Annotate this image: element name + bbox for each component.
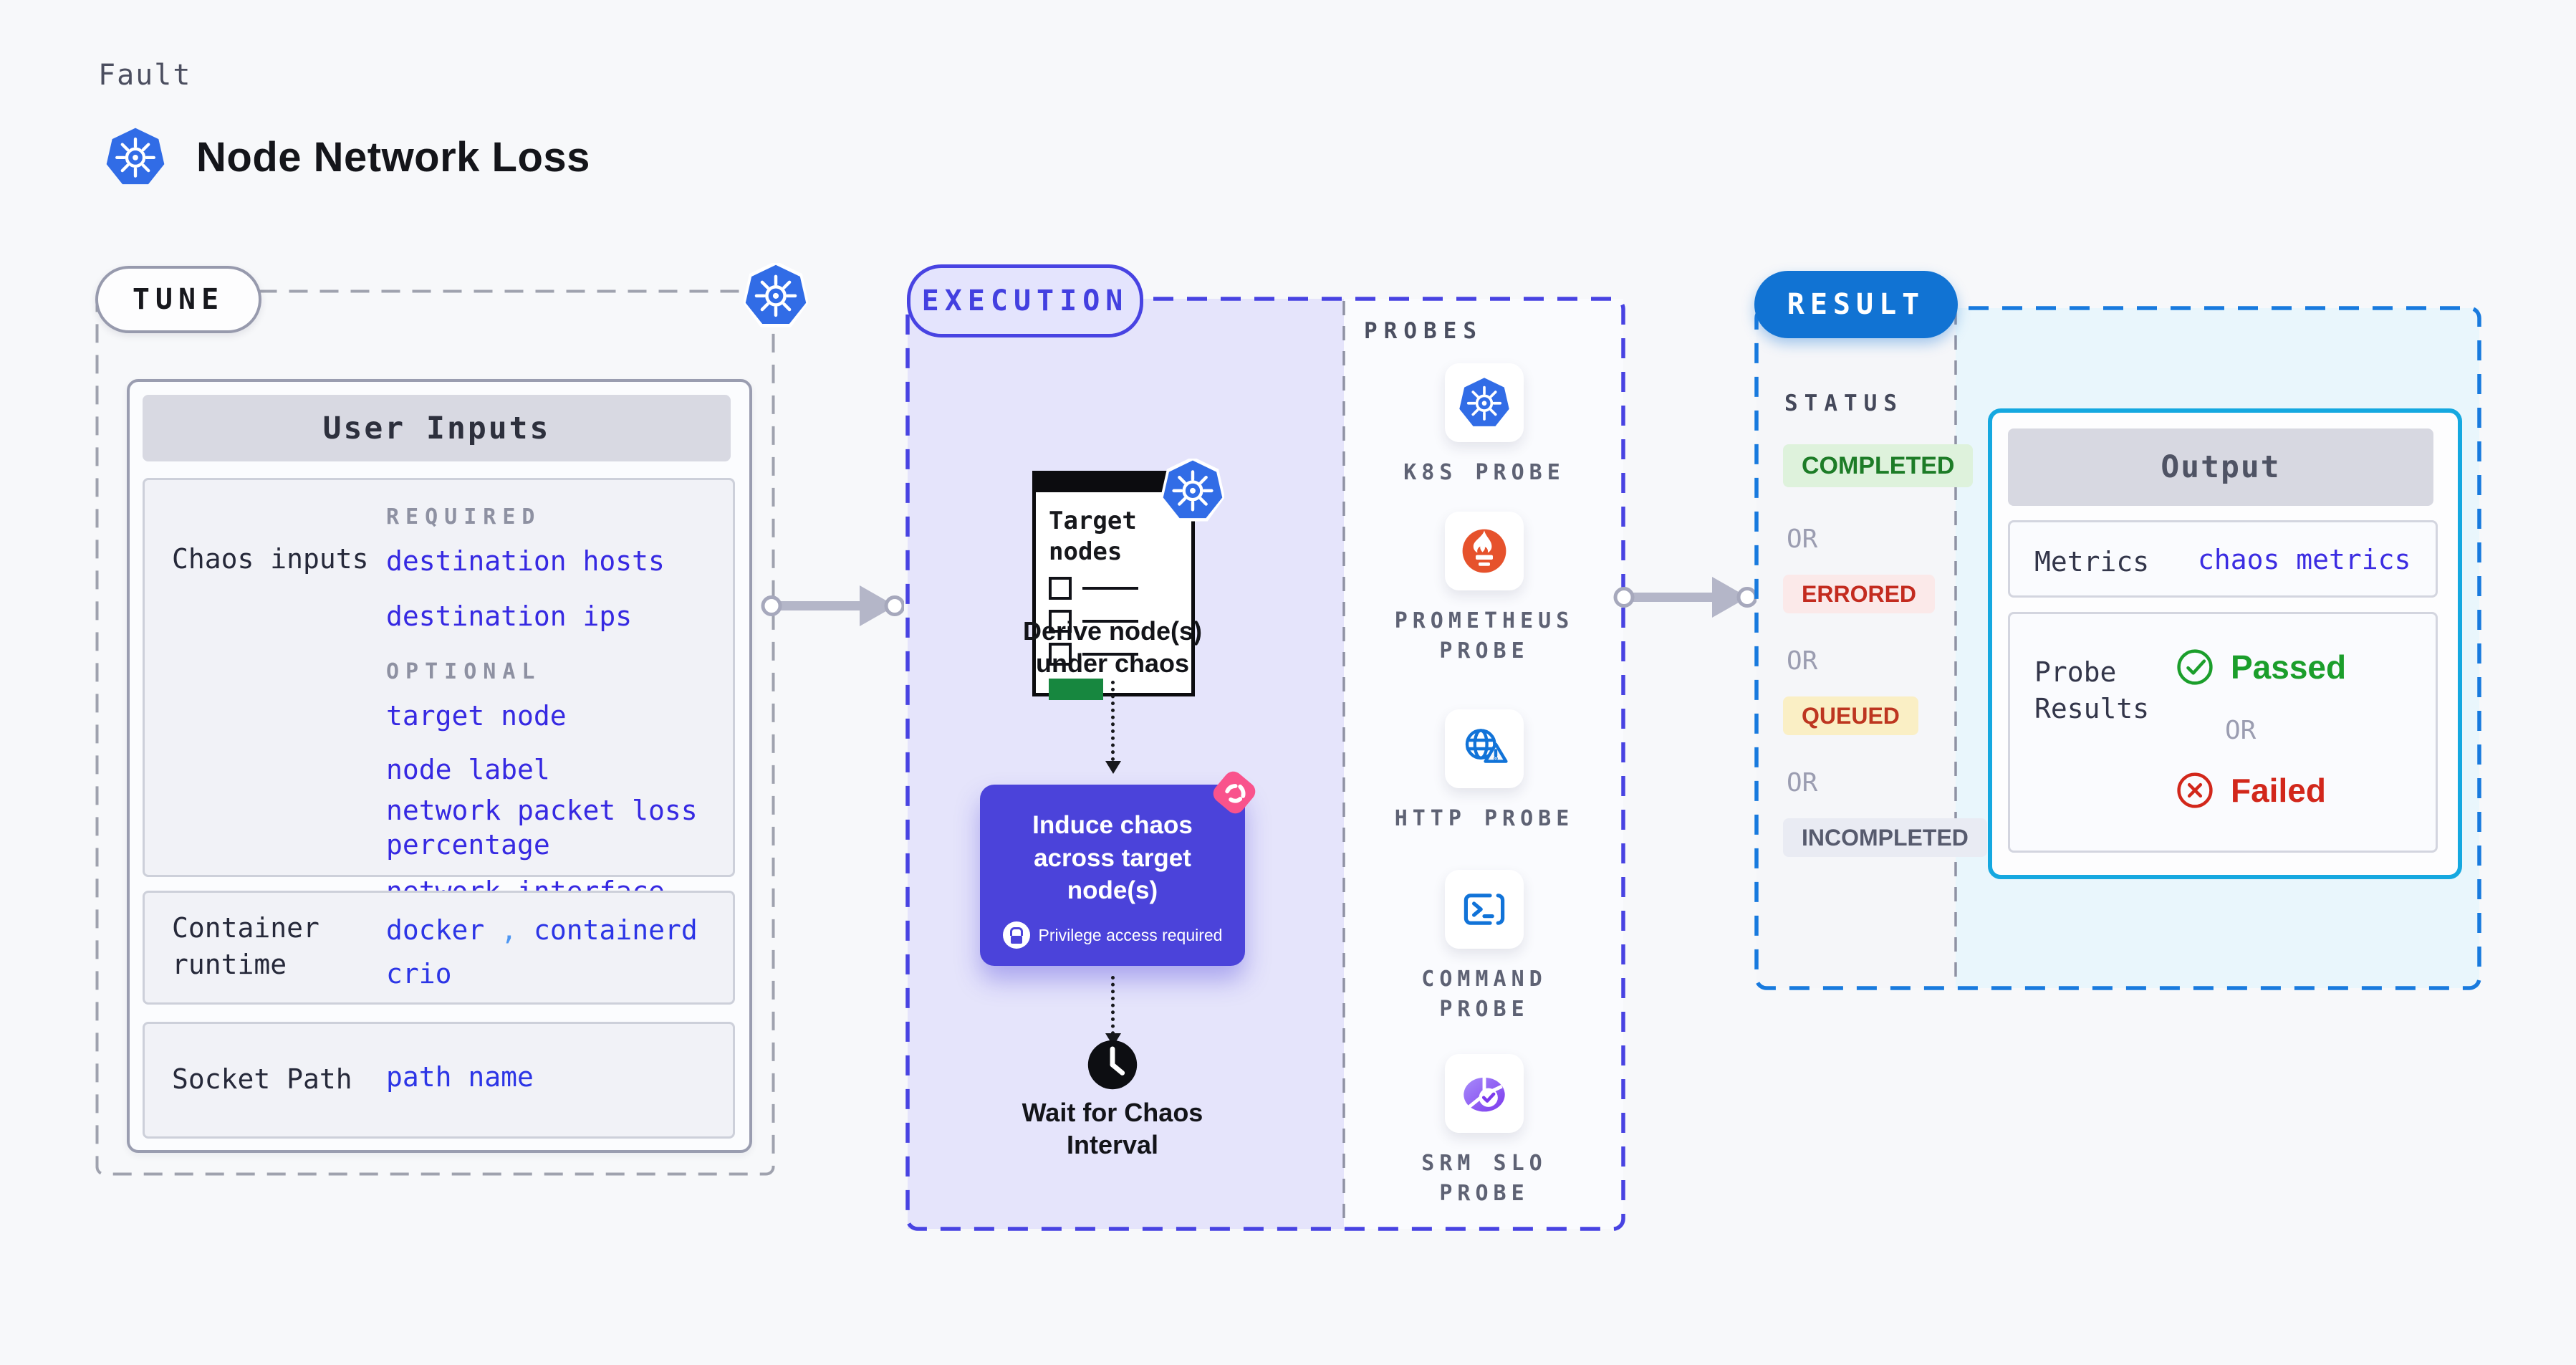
socket-path-label: Socket Path: [172, 1063, 352, 1095]
node-line: [1082, 587, 1138, 590]
checkbox-icon[interactable]: [1049, 577, 1072, 600]
execution-section-badge: EXECUTION: [907, 264, 1143, 337]
terminal-icon: [1445, 870, 1524, 949]
probe-results-label: Probe Results: [2034, 656, 2150, 725]
node-line: [1082, 653, 1138, 656]
target-card-title: Target nodes: [1049, 507, 1137, 566]
slo-pie-check-icon: [1445, 1054, 1524, 1133]
chaos-inputs-row: Chaos inputs REQUIRED destination hosts …: [143, 478, 735, 907]
probe-results-row: Probe Results Passed OR Failed: [2008, 612, 2438, 853]
wait-chaos-label: Wait for Chaos Interval: [1022, 1098, 1203, 1159]
env-link-node-label[interactable]: node label: [386, 753, 550, 785]
result-section-badge: RESULT: [1754, 271, 1958, 338]
prometheus-icon: [1445, 512, 1524, 590]
progress-bar: [1049, 679, 1103, 700]
socket-path-value[interactable]: path name: [386, 1061, 534, 1093]
probe-label: K8S PROBE: [1403, 460, 1565, 485]
runtime-containerd[interactable]: containerd: [533, 914, 698, 946]
flow-connector: [1111, 976, 1115, 1042]
metrics-value-link[interactable]: chaos metrics: [2198, 544, 2411, 575]
lock-icon: [1002, 921, 1030, 949]
env-link-target-node[interactable]: target node: [386, 700, 567, 732]
socket-path-row: Socket Path path name: [143, 1022, 735, 1139]
chaos-inputs-label: Chaos inputs: [172, 543, 369, 575]
user-inputs-header: User Inputs: [143, 395, 731, 461]
check-circle-icon: [2175, 647, 2215, 687]
env-link-destination-ips[interactable]: destination ips: [386, 600, 633, 632]
or-label: OR: [1787, 646, 1818, 676]
kubernetes-icon: [105, 126, 166, 188]
failed-result: Failed: [2175, 770, 2326, 810]
tune-section-badge: TUNE: [95, 266, 261, 333]
http-globe-warning-icon: [1445, 709, 1524, 788]
page-title: Node Network Loss: [105, 126, 590, 188]
probe-label: HTTP PROBE: [1394, 806, 1575, 831]
arrow-down-icon: [1105, 761, 1121, 774]
status-badge-completed: COMPLETED: [1783, 444, 1974, 487]
fault-kicker: Fault: [98, 59, 192, 92]
tune-section-outline: [95, 289, 775, 1176]
tune-to-execution-arrow: [761, 584, 904, 628]
runtime-crio[interactable]: crio: [386, 957, 452, 990]
failed-label: Failed: [2231, 772, 2326, 809]
probe-item-http[interactable]: HTTP PROBE: [1341, 709, 1628, 834]
output-header: Output: [2008, 428, 2433, 506]
passed-label: Passed: [2231, 648, 2347, 686]
page-title-text: Node Network Loss: [196, 133, 590, 181]
or-label: OR: [1787, 525, 1818, 554]
required-heading: REQUIRED: [386, 504, 542, 530]
induce-chaos-label: Induce chaos across target node(s): [1032, 811, 1193, 904]
container-runtime-label: Container runtime: [172, 912, 319, 981]
privilege-label: Privilege access required: [1038, 925, 1223, 944]
node-list-item: [1049, 643, 1191, 666]
container-runtime-values: docker , containerd crio: [386, 909, 723, 996]
probe-label: SRM SLO PROBE: [1421, 1151, 1547, 1206]
node-line: [1082, 620, 1138, 623]
status-badge-queued: QUEUED: [1783, 696, 1918, 735]
checkbox-icon[interactable]: [1049, 610, 1072, 633]
probe-item-k8s[interactable]: K8S PROBE: [1341, 363, 1628, 488]
runtime-docker[interactable]: docker: [386, 914, 485, 946]
status-badge-incompleted: INCOMPLETED: [1783, 818, 1987, 857]
node-list-item: [1049, 577, 1191, 600]
output-card: Output Metrics chaos metrics Probe Resul…: [1988, 408, 2462, 879]
chaos-inputs-values: REQUIRED destination hosts destination i…: [386, 504, 723, 909]
derive-nodes-label: Derive node(s) under chaos: [1022, 616, 1203, 678]
privilege-note: Privilege access required: [980, 921, 1245, 949]
induce-chaos-box: Induce chaos across target node(s) Privi…: [980, 785, 1245, 966]
metrics-row: Metrics chaos metrics: [2008, 520, 2438, 598]
or-label: OR: [2225, 716, 2257, 745]
node-list-item: [1049, 610, 1191, 633]
env-link-network-packet-loss-percentage[interactable]: network packet loss percentage: [386, 794, 698, 861]
status-badge-errored: ERRORED: [1783, 575, 1936, 613]
checkbox-icon[interactable]: [1049, 643, 1072, 666]
x-circle-icon: [2175, 770, 2215, 810]
kubernetes-icon: [744, 263, 808, 327]
runtime-separator: ,: [501, 914, 518, 946]
status-heading: STATUS: [1784, 391, 1903, 416]
target-nodes-card: Target nodes: [1032, 471, 1195, 700]
probe-item-command[interactable]: COMMAND PROBE: [1341, 870, 1628, 1025]
metrics-label: Metrics: [2034, 546, 2150, 578]
probes-heading: PROBES: [1364, 318, 1483, 344]
passed-result: Passed: [2175, 647, 2346, 687]
container-runtime-row: Container runtime docker , containerd cr…: [143, 891, 735, 1005]
probe-item-prometheus[interactable]: PROMETHEUS PROBE: [1341, 512, 1628, 666]
env-link-destination-hosts[interactable]: destination hosts: [386, 545, 665, 577]
probe-item-srm-slo[interactable]: SRM SLO PROBE: [1341, 1054, 1628, 1209]
probe-label: COMMAND PROBE: [1421, 967, 1547, 1022]
clock-icon: [1085, 1038, 1140, 1092]
flow-connector: [1111, 681, 1115, 761]
optional-heading: OPTIONAL: [386, 659, 542, 685]
or-label: OR: [1787, 768, 1818, 798]
kubernetes-icon: [1445, 363, 1524, 442]
probe-label: PROMETHEUS PROBE: [1394, 608, 1575, 664]
execution-to-result-arrow: [1613, 575, 1756, 619]
